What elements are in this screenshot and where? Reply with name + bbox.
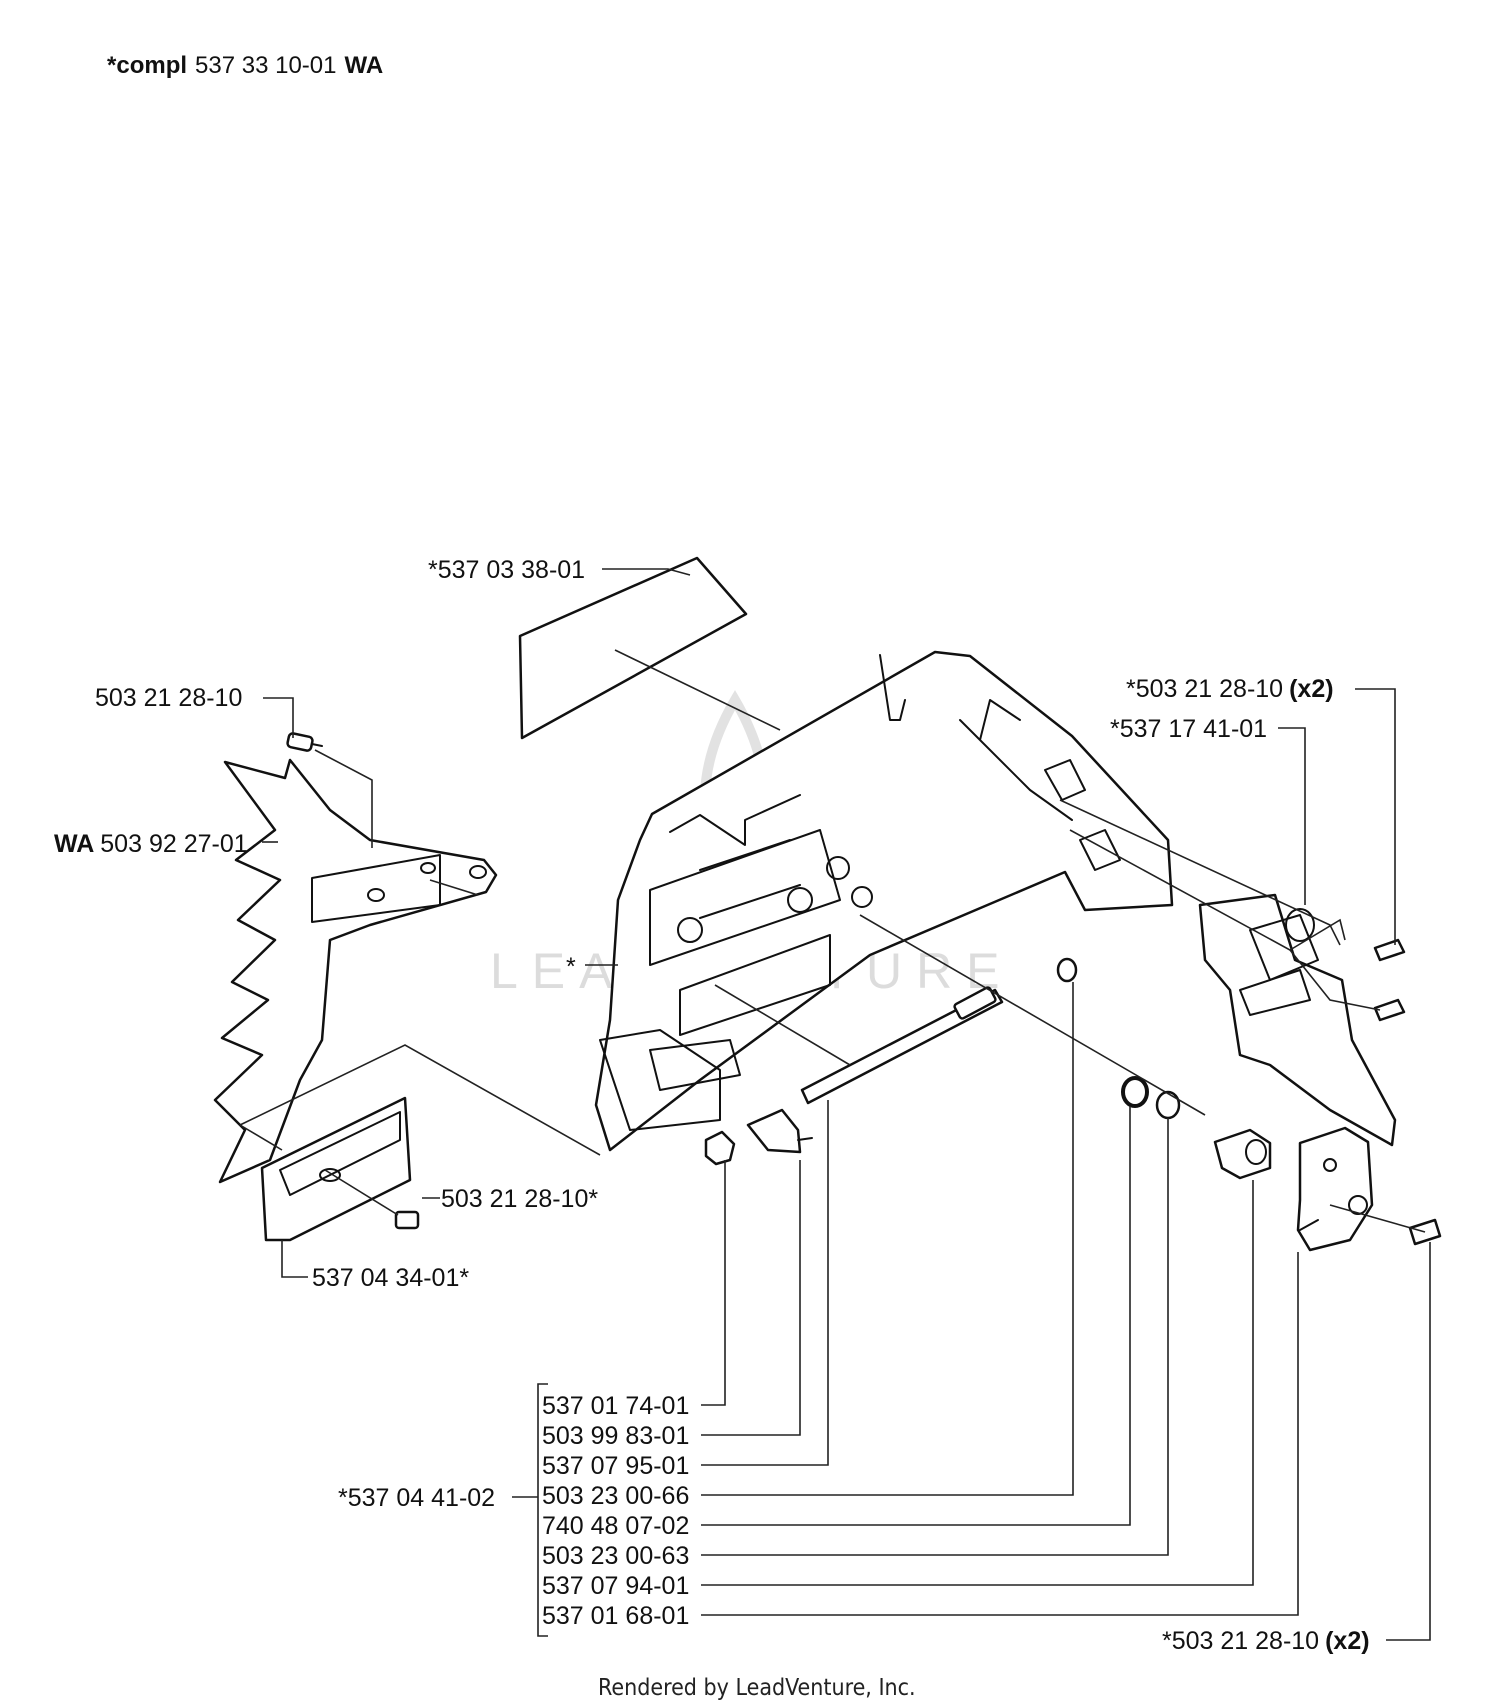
leader-lines xyxy=(239,568,1431,1641)
bumper-spike xyxy=(213,758,498,1184)
tensioner-shaft xyxy=(800,986,1004,1105)
label-bumper-spike-prefix: WA xyxy=(54,830,94,858)
group-item: 503 99 83-01 xyxy=(542,1422,689,1450)
group-item: 537 01 68-01 xyxy=(542,1602,689,1630)
assembly-title-prefix: *compl xyxy=(107,52,187,79)
group-item: 503 23 00-66 xyxy=(542,1482,689,1510)
label-clutch-cover: * xyxy=(566,953,576,981)
clutch-cover xyxy=(594,650,1174,1152)
bushing-537-07-94-01 xyxy=(1213,1128,1272,1180)
label-screw-top-right-number: *503 21 28-10 xyxy=(1126,675,1283,703)
label-screw-top-right: *503 21 28-10(x2) xyxy=(1126,675,1334,703)
group-item: 537 01 74-01 xyxy=(542,1392,689,1420)
assembly-title-suffix: WA xyxy=(344,52,383,79)
label-screw-top-left: 503 21 28-10 xyxy=(95,684,242,712)
label-cover-decal: *537 03 38-01 xyxy=(428,556,585,584)
label-group: *537 04 41-02 xyxy=(338,1484,495,1512)
group-item: 503 23 00-63 xyxy=(542,1542,689,1570)
label-screw-plate: 503 21 28-10* xyxy=(441,1185,598,1213)
label-screw-bottom-right: *503 21 28-10(x2) xyxy=(1162,1627,1370,1655)
screw-right-upper xyxy=(1373,938,1406,1022)
label-screw-bottom-right-qty: (x2) xyxy=(1325,1627,1369,1655)
footer-credit: Rendered by LeadVenture, Inc. xyxy=(598,1675,916,1701)
washer-503-23-00-63 xyxy=(1155,1090,1181,1120)
o-ring-740-48-07-02 xyxy=(1121,1076,1149,1108)
washer-503-23-00-66 xyxy=(1056,957,1078,983)
adjuster-screw xyxy=(746,1108,813,1154)
adjuster-nut xyxy=(704,1130,736,1166)
label-screw-top-right-qty: (x2) xyxy=(1289,675,1333,703)
side-plate xyxy=(1296,1126,1374,1252)
group-item: 537 07 95-01 xyxy=(542,1452,689,1480)
assembly-title-number: 537 33 10-01 xyxy=(195,52,336,79)
group-item-list: 537 01 74-01 503 99 83-01 537 07 95-01 5… xyxy=(542,1392,689,1630)
label-screw-bottom-right-number: *503 21 28-10 xyxy=(1162,1627,1319,1655)
chain-guide-plate xyxy=(260,1096,420,1242)
screw-top-left xyxy=(286,732,323,752)
cover-decal xyxy=(518,556,748,740)
label-chain-guide-plate: 537 04 34-01* xyxy=(312,1264,469,1292)
group-item: 537 07 94-01 xyxy=(542,1572,689,1600)
label-bumper-spike-number: 503 92 27-01 xyxy=(100,830,247,858)
chain-catcher xyxy=(1198,893,1397,1147)
group-item: 740 48 07-02 xyxy=(542,1512,689,1540)
label-chain-catcher: *537 17 41-01 xyxy=(1110,715,1267,743)
assembly-title: *compl 537 33 10-01 WA xyxy=(107,52,383,79)
